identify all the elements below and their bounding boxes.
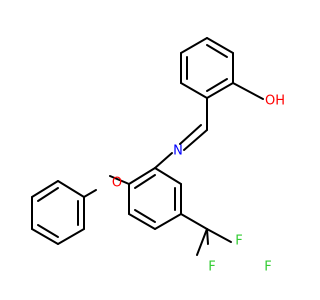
trifluoromethyl-group [180, 213, 232, 256]
ether-oxygen-label: O [112, 176, 122, 191]
fluorine-label-right: F [235, 234, 242, 249]
fluorine-label-far-right: F [264, 260, 271, 275]
fluorine-label-bottom: F [208, 260, 215, 275]
phenoxy-ring [31, 180, 85, 245]
central-ring [128, 167, 182, 230]
ether-linkage [83, 175, 130, 198]
imine-linker [154, 97, 208, 169]
molecule-structure: OH N O F F F [0, 0, 300, 300]
phenol-ring [180, 37, 234, 99]
hydroxyl-bond [232, 82, 264, 100]
hydroxyl-label: OH [265, 94, 285, 109]
imine-nitrogen-label: N [173, 144, 183, 159]
background [0, 0, 300, 300]
